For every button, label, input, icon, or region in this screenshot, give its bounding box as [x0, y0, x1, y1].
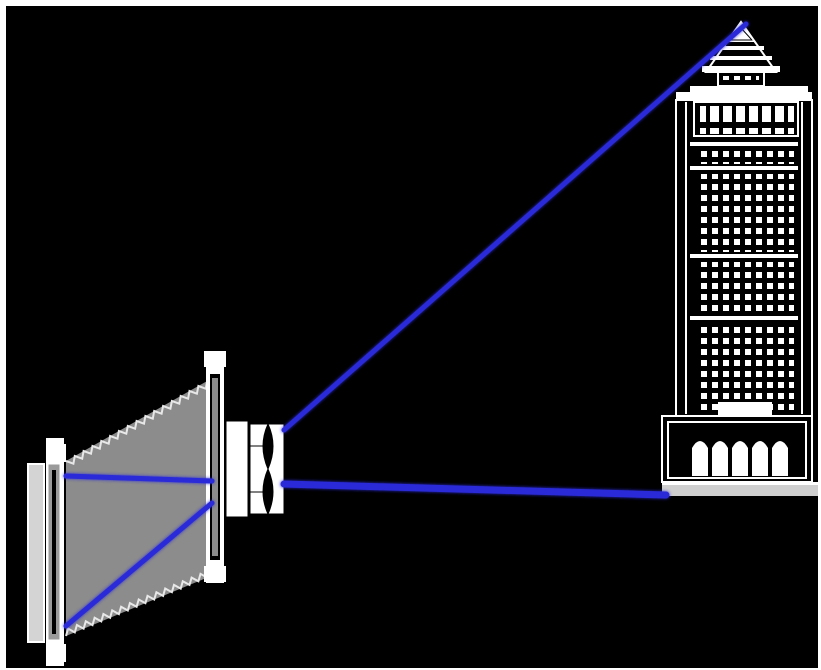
camera-diagram [6, 6, 818, 668]
diagram-canvas [6, 6, 818, 668]
front-standard [204, 351, 226, 583]
light-ray-bottom [284, 484, 666, 495]
camera-back [28, 438, 66, 666]
bellows [66, 376, 216, 636]
lens [226, 421, 284, 517]
building [662, 22, 818, 496]
